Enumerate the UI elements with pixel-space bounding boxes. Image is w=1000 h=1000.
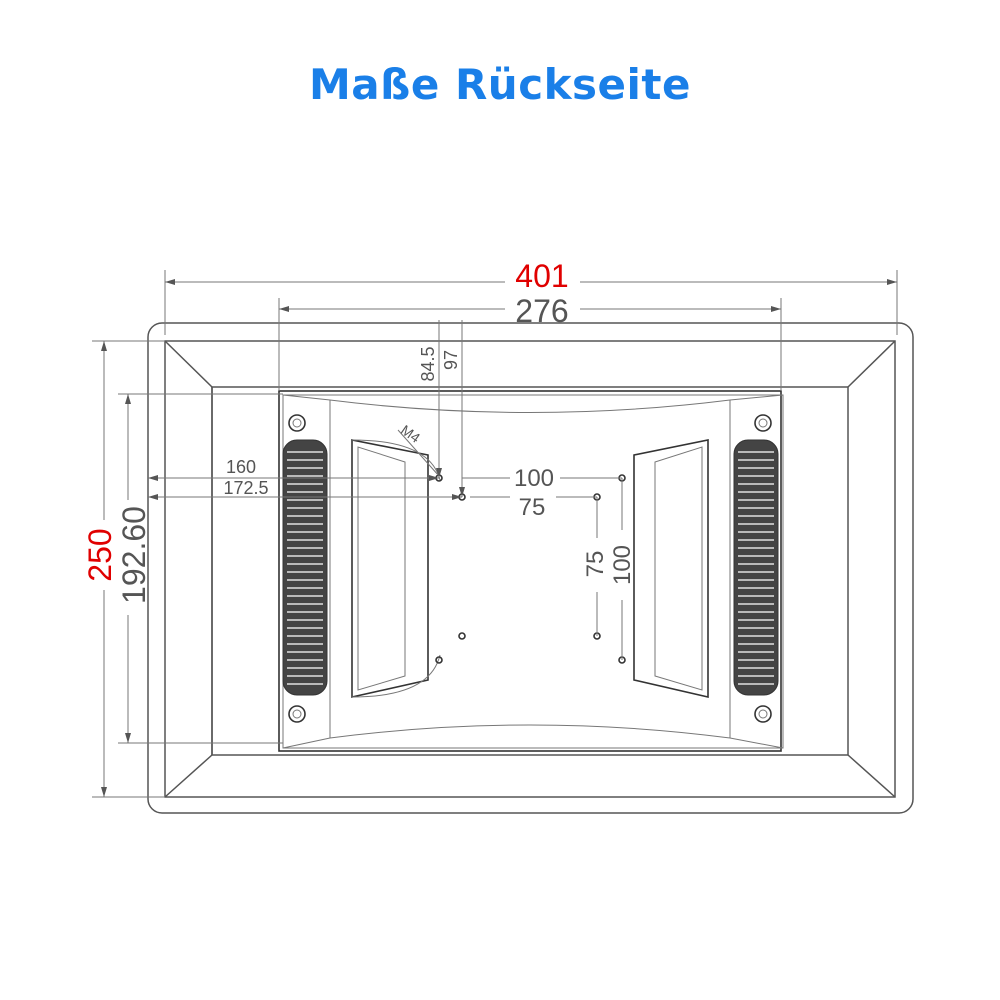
- back-plate: [278, 390, 784, 752]
- dim-vesa-frame-width: 276: [515, 293, 568, 329]
- dim-hole-spacing-v-75: 75: [582, 551, 609, 578]
- dim-line-250: [92, 340, 165, 798]
- corner-screw-icon: [288, 414, 772, 723]
- dim-inner-height: 192.60: [116, 506, 152, 604]
- dim-hole-spacing-h-75: 75: [519, 494, 546, 521]
- right-vent-grille: [733, 439, 779, 696]
- dim-overall-width: 401: [515, 258, 568, 294]
- dim-hole-spacing-v-100: 100: [609, 545, 636, 585]
- dim-line-left-offsets: [148, 475, 462, 500]
- left-vent-grille: [282, 439, 328, 696]
- dim-left-offset-a: 160: [226, 457, 256, 477]
- bevel-lines: [164, 340, 896, 798]
- dim-line-276: [278, 298, 782, 391]
- dim-line-top-offsets: [436, 320, 465, 497]
- outer-housing: [147, 322, 914, 814]
- page-title: Maße Rückseite: [309, 60, 691, 109]
- dim-line-401: [164, 270, 898, 335]
- dim-line-192: [118, 393, 283, 744]
- inner-bezel: [164, 340, 896, 798]
- dim-hole-spacing-h-100: 100: [514, 465, 554, 492]
- dim-left-offset-b: 172.5: [223, 478, 268, 498]
- m4-leader-line: [397, 429, 440, 477]
- dim-top-offset-b: 97: [441, 350, 461, 370]
- m4-label: M4: [398, 422, 423, 446]
- right-handle-recess: [633, 439, 709, 699]
- dim-overall-height: 250: [82, 528, 118, 581]
- dim-line-hole-spacing-v: [596, 478, 623, 660]
- dim-top-offset-a: 84.5: [418, 346, 438, 381]
- left-handle-recess: [351, 439, 441, 698]
- dim-line-hole-spacing-h: [462, 477, 622, 498]
